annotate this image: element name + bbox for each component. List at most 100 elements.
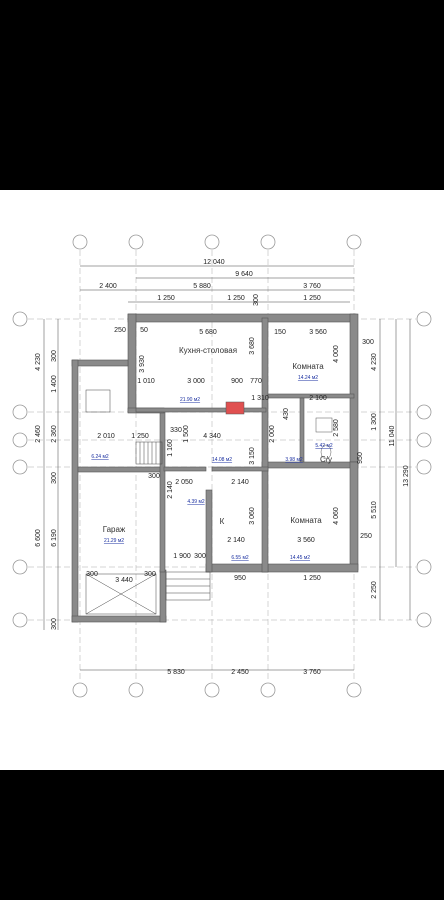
- room-2-name: Комната: [290, 516, 322, 525]
- dim-top-seg1: 2 400: [99, 283, 117, 290]
- wc-fixtures: [315, 417, 333, 460]
- dim-top-w1: 1 250: [157, 295, 175, 302]
- dim-h2: 2 010: [97, 433, 115, 440]
- area-store: 6.24 м2: [91, 454, 109, 460]
- dim-right-r6: 300: [362, 339, 374, 346]
- dim-h3: 1 250: [131, 433, 149, 440]
- dim-k7: 3 680: [249, 337, 256, 355]
- dim-g7: 950: [234, 575, 246, 582]
- room-kitchen-name: Кухня-столовая: [179, 346, 237, 355]
- dim-right-sub: 11 040: [389, 425, 396, 446]
- room-k-name: К: [220, 517, 225, 526]
- dim-top-seg2: 5 880: [193, 283, 211, 290]
- dim-g1: 3 440: [115, 577, 133, 584]
- room-2-area: 14.45 м2: [290, 555, 310, 561]
- dim-left-b6: 300: [51, 618, 58, 630]
- dim-left-b1: 1 400: [51, 375, 58, 393]
- garage-cross: [85, 573, 157, 615]
- dim-right-r5: 950: [357, 452, 364, 464]
- axis-markers-right: [416, 311, 432, 628]
- dim-h1: 4 340: [203, 433, 221, 440]
- dim-g3: 2 140: [227, 537, 245, 544]
- room-kitchen-area: 21.90 м2: [180, 397, 200, 403]
- dim-right-overall: 13 290: [403, 465, 410, 487]
- dim-left-b2: 2 360: [51, 425, 58, 443]
- dim-t150: 150: [274, 329, 286, 336]
- dim-r1: 3 560: [309, 329, 327, 336]
- dim-t300c: 300: [144, 571, 156, 578]
- dim-h9: 2 140: [231, 479, 249, 486]
- dim-t250b: 250: [360, 533, 372, 540]
- dim-right-r3: 5 510: [371, 501, 378, 519]
- dim-k3: 3 000: [187, 378, 205, 385]
- dim-left-a1: 4 230: [35, 353, 42, 371]
- floor-plan: 12 040 9 640 2 400 5 880 3 760 1 250 1 2…: [12, 234, 432, 698]
- dim-t50: 50: [140, 327, 148, 334]
- dim-right-r1: 4 230: [371, 353, 378, 371]
- stairs: [85, 389, 211, 601]
- exterior-walls: [71, 313, 359, 623]
- dim-top-w3: 1 250: [303, 295, 321, 302]
- room-bath-name: С/у: [320, 455, 332, 464]
- dim-h4: 330: [170, 427, 182, 434]
- axis-markers-left: [12, 311, 28, 628]
- dim-k6: 770: [250, 378, 262, 385]
- room-bath-area: 5.42 м2: [315, 443, 333, 449]
- top-black-band: [0, 0, 444, 190]
- room-1-name: Комната: [292, 362, 324, 371]
- dim-top-sub: 9 640: [235, 271, 253, 278]
- dim-h7: 2 050: [175, 479, 193, 486]
- dim-right-r2: 1 300: [371, 413, 378, 431]
- room-1-area: 14.24 м2: [298, 375, 318, 381]
- dim-left-b3: 6 190: [51, 529, 58, 547]
- area-wc: 3.98 м2: [285, 457, 303, 463]
- bottom-black-band: [0, 770, 444, 900]
- dim-g2: 1 900: [173, 553, 191, 560]
- dim-left-b5: 300: [51, 472, 58, 484]
- dim-k2: 3 930: [139, 355, 146, 373]
- area-hall: 14.08 м2: [212, 457, 232, 463]
- dim-t250: 250: [114, 327, 126, 334]
- dim-h11: 2 000: [269, 425, 276, 443]
- axis-markers-top: [72, 234, 362, 250]
- dim-g8: 1 250: [303, 575, 321, 582]
- dim-left-b4: 300: [51, 350, 58, 362]
- dim-bottom-b2: 2 450: [231, 669, 249, 676]
- dim-r3: 1 310: [251, 395, 269, 402]
- dim-g5: 3 560: [297, 537, 315, 544]
- dim-top-overall: 12 040: [203, 259, 225, 266]
- room-garage-area: 21.29 м2: [104, 538, 124, 544]
- dim-h6: 1 500: [183, 425, 190, 443]
- dim-k1: 5 680: [199, 329, 217, 336]
- axis-markers-bottom: [72, 682, 362, 698]
- dim-h8: 2 140: [167, 481, 174, 499]
- dim-t300: 300: [86, 571, 98, 578]
- dim-top-seg3: 3 760: [303, 283, 321, 290]
- dim-right-r4: 2 250: [371, 581, 378, 599]
- dim-top-w2: 1 250: [227, 295, 245, 302]
- dim-k4: 1 010: [137, 378, 155, 385]
- dim-left-a2: 2 460: [35, 425, 42, 443]
- dim-g6: 4 060: [333, 507, 340, 525]
- dim-top-w4: 300: [253, 294, 260, 306]
- dim-bottom-b3: 3 760: [303, 669, 321, 676]
- dim-r2: 4 000: [333, 345, 340, 363]
- room-garage-name: Гараж: [103, 525, 126, 534]
- area-entry: 6.55 м2: [231, 555, 249, 561]
- dim-h10: 3 150: [249, 447, 256, 465]
- dim-r4: 2 100: [309, 395, 327, 402]
- dim-t300b: 300: [194, 553, 206, 560]
- dim-h12: 430: [283, 408, 290, 420]
- dim-g4: 3 060: [249, 507, 256, 525]
- dim-bottom-b1: 5 830: [167, 669, 185, 676]
- stove-icon: [225, 401, 245, 415]
- dim-h5: 1 160: [167, 439, 174, 457]
- dim-left-a3: 6 600: [35, 529, 42, 547]
- dim-h13: 2 580: [333, 419, 340, 437]
- dim-t300d: 300: [148, 473, 160, 480]
- dim-k5: 900: [231, 378, 243, 385]
- area-boiler: 4.39 м2: [187, 499, 205, 505]
- floor-plan-sheet: 12 040 9 640 2 400 5 880 3 760 1 250 1 2…: [0, 190, 444, 770]
- dimension-lines: [43, 265, 411, 671]
